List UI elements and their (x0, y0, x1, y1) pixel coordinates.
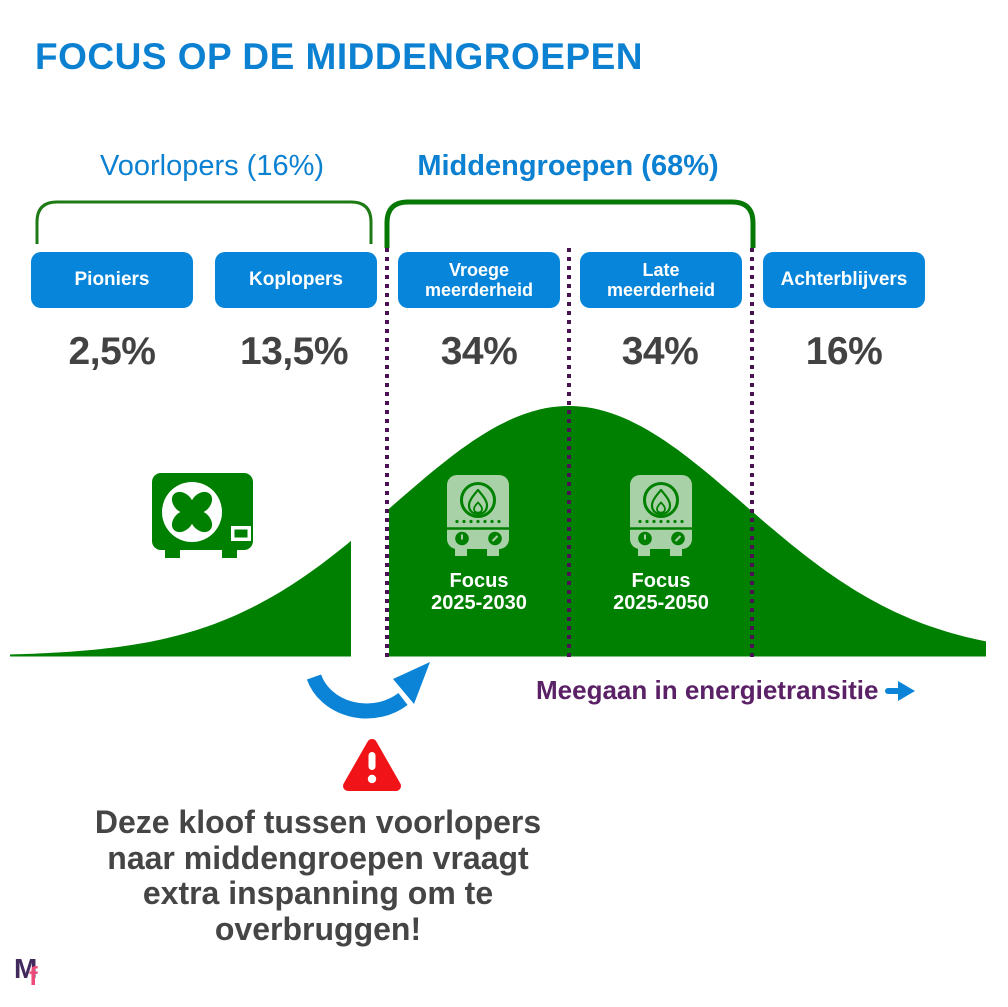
group-label-middengroepen: Middengroepen (68%) (417, 150, 719, 182)
dotted-separator-1 (385, 248, 389, 659)
category-label: Pioniers (74, 269, 150, 291)
callout-line: Deze kloof tussen voorlopers (94, 804, 542, 840)
boiler-icon (628, 473, 694, 558)
category-button-late-meerderheid: Late meerderheid (580, 252, 742, 308)
focus-label-2050: Focus 2025-2050 (613, 570, 709, 614)
page-title: FOCUS OP DE MIDDENGROEPEN (35, 36, 644, 77)
category-label: Late meerderheid (606, 259, 716, 300)
category-label: Koplopers (249, 269, 343, 291)
dotted-separator-3 (750, 248, 754, 659)
bracket-middengroepen (384, 199, 756, 248)
category-label: Vroege meerderheid (424, 259, 534, 300)
axis-label: Meegaan in energietransitie (536, 675, 917, 706)
logo-letter-m: M (14, 953, 38, 984)
dotted-separator-2 (567, 248, 571, 659)
warning-icon (343, 739, 401, 791)
focus-title: Focus (449, 570, 509, 592)
arrow-right-icon (885, 680, 916, 701)
axis-label-text: Meegaan in energietransitie (536, 675, 879, 705)
boiler-icon (447, 475, 509, 556)
callout-line: overbruggen! (214, 910, 422, 947)
curve-left (10, 540, 351, 657)
focus-title: Focus (631, 570, 691, 592)
brand-logo: M f (14, 953, 58, 999)
percentage-pioniers: 2,5% (68, 330, 156, 373)
percentage-koplopers: 13,5% (239, 330, 349, 373)
percentage-achterblijvers: 16% (805, 330, 883, 373)
callout-line: naar middengroepen vraagt (107, 839, 529, 876)
percentage-vroege-meerderheid: 34% (440, 330, 518, 373)
focus-period: 2025-2050 (613, 591, 709, 614)
category-button-achterblijvers: Achterblijvers (763, 252, 925, 308)
heat-pump-icon (152, 473, 253, 558)
curved-arrow-icon (306, 662, 430, 719)
percentage-late-meerderheid: 34% (621, 330, 699, 373)
focus-period: 2025-2030 (431, 591, 527, 614)
group-label-voorlopers: Voorlopers (16%) (99, 150, 325, 182)
focus-label-2030: Focus 2025-2030 (431, 570, 527, 614)
bracket-voorlopers (35, 200, 373, 244)
callout-line: extra inspanning om te (142, 875, 494, 911)
callout-text: Deze kloof tussen voorlopers naar midden… (94, 804, 542, 947)
category-button-pioniers: Pioniers (31, 252, 193, 308)
category-label: Achterblijvers (780, 269, 908, 291)
category-button-koplopers: Koplopers (215, 252, 377, 308)
logo-letter-f: f (29, 961, 38, 991)
category-button-vroege-meerderheid: Vroege meerderheid (398, 252, 560, 308)
